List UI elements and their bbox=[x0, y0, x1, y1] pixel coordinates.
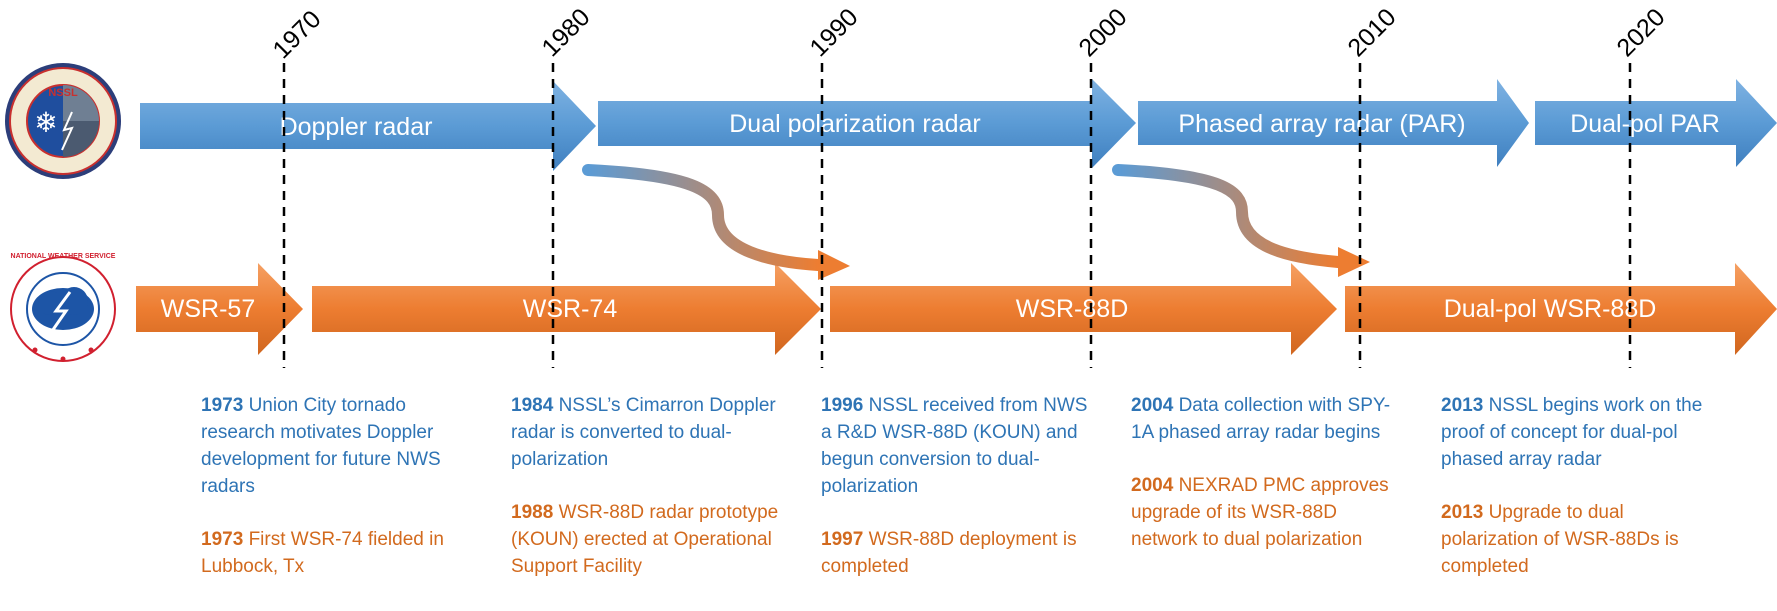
event-year: 1973 bbox=[201, 529, 244, 550]
arrow-label: WSR-74 bbox=[523, 295, 618, 323]
event-year: 2013 bbox=[1441, 395, 1484, 416]
transfer-arrow-phased-array bbox=[1112, 164, 1370, 277]
event-note: 1997 WSR-88D deployment is completed bbox=[821, 526, 1091, 580]
arrow-label: Dual-pol WSR-88D bbox=[1444, 295, 1657, 323]
event-note: 1984 NSSL’s Cimarron Doppler radar is co… bbox=[511, 392, 781, 473]
year-label: 1980 bbox=[536, 3, 595, 62]
event-year: 2004 bbox=[1131, 395, 1174, 416]
nws-arrow-dual-pol-wsr-88d: Dual-pol WSR-88D bbox=[1345, 263, 1777, 355]
event-note: 1996 NSSL received from NWS a R&D WSR-88… bbox=[821, 392, 1091, 500]
event-text: NEXRAD PMC approves upgrade of its WSR-8… bbox=[1131, 475, 1389, 550]
nssl-snowflake-icon: ❄ bbox=[34, 106, 57, 139]
event-year: 1988 bbox=[511, 502, 554, 523]
arrow-label: Dual polarization radar bbox=[729, 110, 981, 138]
event-note: 1973 Union City tornado research motivat… bbox=[201, 392, 471, 500]
events-column-1980s: 1984 NSSL’s Cimarron Doppler radar is co… bbox=[511, 392, 781, 606]
nssl-arrow-dual-polarization: Dual polarization radar bbox=[598, 79, 1136, 168]
event-note: 1988 WSR-88D radar prototype (KOUN) erec… bbox=[511, 499, 781, 580]
event-note: 2013 NSSL begins work on the proof of co… bbox=[1441, 392, 1711, 473]
arrow-label: WSR-57 bbox=[161, 295, 255, 323]
nws-arrow-wsr-57: WSR-57 bbox=[136, 263, 303, 355]
event-year: 2013 bbox=[1441, 502, 1484, 523]
nssl-logo-label: NSSL bbox=[48, 87, 78, 99]
events-column-2010s: 2013 NSSL begins work on the proof of co… bbox=[1441, 392, 1711, 606]
transfer-arrow-dual-pol bbox=[582, 164, 850, 280]
year-label: 1970 bbox=[267, 5, 326, 64]
event-text: Union City tornado research motivates Do… bbox=[201, 395, 441, 497]
arrow-label: Dual-pol PAR bbox=[1570, 110, 1720, 138]
year-label: 2000 bbox=[1073, 3, 1132, 62]
event-note: 1973 First WSR-74 fielded in Lubbock, Tx bbox=[201, 526, 471, 580]
event-note: 2004 NEXRAD PMC approves upgrade of its … bbox=[1131, 472, 1401, 553]
year-gridlines bbox=[282, 63, 1632, 368]
nws-arrow-wsr-88d: WSR-88D bbox=[830, 263, 1337, 355]
arrow-label: WSR-88D bbox=[1016, 295, 1129, 323]
year-label: 1990 bbox=[804, 3, 863, 62]
nws-logo: NATIONAL WEATHER SERVICE bbox=[10, 253, 116, 362]
nws-arrow-wsr-74: WSR-74 bbox=[312, 263, 821, 355]
event-note: 2004 Data collection with SPY-1A phased … bbox=[1131, 392, 1401, 446]
event-year: 1984 bbox=[511, 395, 554, 416]
event-year: 2004 bbox=[1131, 475, 1174, 496]
nssl-arrow-dual-pol-par: Dual-pol PAR bbox=[1535, 79, 1777, 167]
event-text: Data collection with SPY-1A phased array… bbox=[1131, 395, 1391, 443]
nws-logo-ring-text: NATIONAL WEATHER SERVICE bbox=[11, 253, 116, 260]
event-text: NSSL begins work on the proof of concept… bbox=[1441, 395, 1703, 470]
event-text: WSR-88D radar prototype (KOUN) erected a… bbox=[511, 502, 779, 577]
events-column-2000s: 2004 Data collection with SPY-1A phased … bbox=[1131, 392, 1401, 579]
event-text: NSSL received from NWS a R&D WSR-88D (KO… bbox=[821, 395, 1088, 497]
nssl-arrow-doppler: Doppler radar bbox=[140, 81, 596, 171]
event-year: 1997 bbox=[821, 529, 864, 550]
year-label: 2020 bbox=[1611, 3, 1670, 62]
nssl-arrow-phased-array: Phased array radar (PAR) bbox=[1138, 79, 1529, 167]
event-year: 1973 bbox=[201, 395, 244, 416]
nssl-logo: ❄ NSSL bbox=[5, 63, 121, 179]
events-column-1990s: 1996 NSSL received from NWS a R&D WSR-88… bbox=[821, 392, 1091, 606]
arrow-label: Doppler radar bbox=[280, 113, 433, 141]
year-label: 2010 bbox=[1342, 3, 1401, 62]
event-text: First WSR-74 fielded in Lubbock, Tx bbox=[201, 529, 444, 577]
event-note: 2013 Upgrade to dual polarization of WSR… bbox=[1441, 499, 1711, 580]
events-column-1970s: 1973 Union City tornado research motivat… bbox=[201, 392, 471, 606]
event-year: 1996 bbox=[821, 395, 864, 416]
event-text: Upgrade to dual polarization of WSR-88Ds… bbox=[1441, 502, 1679, 577]
event-text: WSR-88D deployment is completed bbox=[821, 529, 1077, 577]
event-text: NSSL’s Cimarron Doppler radar is convert… bbox=[511, 395, 776, 470]
arrow-label: Phased array radar (PAR) bbox=[1178, 110, 1465, 138]
